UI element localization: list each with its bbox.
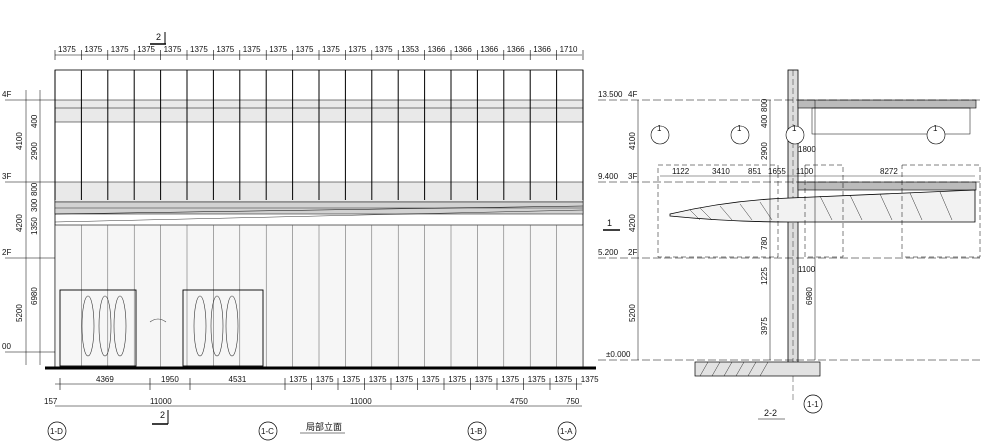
rvdim-3975: 3975 [760,317,769,335]
top-dim-label: 1375 [58,45,76,54]
top-dim-label: 1366 [480,45,498,54]
rvdim-1225: 1225 [760,267,769,285]
bdim-11000-b: 11000 [350,397,372,406]
top-dim-label: 1375 [137,45,155,54]
top-dim-label: 1366 [533,45,551,54]
level-2f: 2F [2,248,11,257]
bottom-dim-label: 1375 [554,375,572,384]
bottom-dim-label: 1375 [501,375,519,384]
rdim-1800: 1800 [798,145,816,154]
section-mark-top: 2 [156,32,161,42]
vdim-6980: 6980 [30,287,39,305]
level-9400: 9.400 [598,172,619,181]
right-section: 1 1 1 1 13.500 4F 9.400 3F 5.200 2F ±0.0… [598,69,981,420]
rdim-1122: 1122 [672,167,690,176]
bottom-dim-label: 1375 [581,375,599,384]
bdim-750: 750 [566,397,580,406]
rdim-1655: 1655 [768,167,786,176]
bottom-dim-label: 4369 [96,375,114,384]
entrance-door-right [182,289,264,367]
section-mark-bottom: 2 [160,410,165,420]
level-00: 00 [2,342,11,351]
vdim-400: 400 [30,114,39,128]
top-dim-label: 1353 [401,45,419,54]
vdim-5200: 5200 [15,304,24,322]
bottom-dim-label: 1375 [289,375,307,384]
bdim-11000-a: 11000 [150,397,172,406]
bottom-dim-label: 1950 [161,375,179,384]
top-dim-label: 1375 [375,45,393,54]
rdim-1100b: 1100 [798,265,816,274]
vdim-4200: 4200 [15,214,24,232]
top-dim-label: 1375 [111,45,129,54]
bdim-157: 157 [44,397,58,406]
elevation-title: 局部立面 [306,421,342,432]
top-dim-label: 1375 [190,45,208,54]
top-dim-label: 1366 [428,45,446,54]
rvdim-6980: 6980 [805,287,814,305]
top-dim-label: 1375 [216,45,234,54]
vdim-4100: 4100 [15,132,24,150]
top-dim-label: 1710 [560,45,578,54]
vdim-800: 800 [30,182,39,196]
top-dim-label: 1375 [84,45,102,54]
rdim-3410: 3410 [712,167,730,176]
callout-1: 1 [657,124,662,133]
bottom-dim-label: 4531 [229,375,247,384]
top-dim-label: 1375 [164,45,182,54]
bottom-dim-label: 1375 [342,375,360,384]
cut-mark: 1 [607,218,612,228]
bottom-dim-label: 1375 [422,375,440,384]
rvdim-2900: 2900 [760,142,769,160]
level-3f-r: 3F [628,172,637,181]
rvdim-800: 800 [760,98,769,112]
level-4f-r: 4F [628,90,637,99]
level-5200: 5.200 [598,248,619,257]
rdim-1100: 1100 [796,167,814,176]
entrance-door-left [59,289,137,367]
callout-3: 1 [792,124,797,133]
callout-2: 1 [737,124,742,133]
top-dim-label: 1366 [454,45,472,54]
vdim-2900: 2900 [30,142,39,160]
canopy-section [669,189,976,223]
vdim-1350: 1350 [30,217,39,235]
level-13500: 13.500 [598,90,623,99]
axis-1-d: 1-D [50,427,63,436]
top-dim-label: 1375 [322,45,340,54]
top-dim-label: 1375 [243,45,261,54]
left-elevation: 2 1375 1375 1375 1375 1375 1375 1375 1375 1375 13… [2,32,599,441]
bdim-4750: 4750 [510,397,528,406]
level-3f: 3F [2,172,11,181]
axis-1-b: 1-B [470,427,482,436]
axis-1-c: 1-C [261,427,274,436]
top-dim-label: 1375 [348,45,366,54]
bottom-dim-label: 1375 [528,375,546,384]
foundation [694,361,821,377]
level-4f: 4F [2,90,11,99]
rdim-851: 851 [748,167,762,176]
callout-4: 1 [933,124,938,133]
bottom-dim-label: 1375 [475,375,493,384]
level-2f-r: 2F [628,248,637,257]
rvdim-4100: 4100 [628,132,637,150]
section-title: 2-2 [764,408,777,418]
bottom-dim-label: 1375 [369,375,387,384]
axis-1-a: 1-A [560,427,573,436]
rdim-8272: 8272 [880,167,898,176]
level-0000: ±0.000 [606,350,631,359]
bottom-dim-label: 1375 [448,375,466,384]
rvdim-5200: 5200 [628,304,637,322]
top-dim-label: 1366 [507,45,525,54]
rvdim-4200: 4200 [628,214,637,232]
top-dim-label: 1375 [269,45,287,54]
vdim-300: 300 [30,198,39,212]
bottom-dim-label: 1375 [395,375,413,384]
axis-1-1: 1-1 [807,400,819,409]
bottom-dim-label: 1375 [316,375,334,384]
rvdim-400: 400 [760,114,769,128]
top-dim-label: 1375 [296,45,314,54]
rvdim-780: 780 [760,236,769,250]
